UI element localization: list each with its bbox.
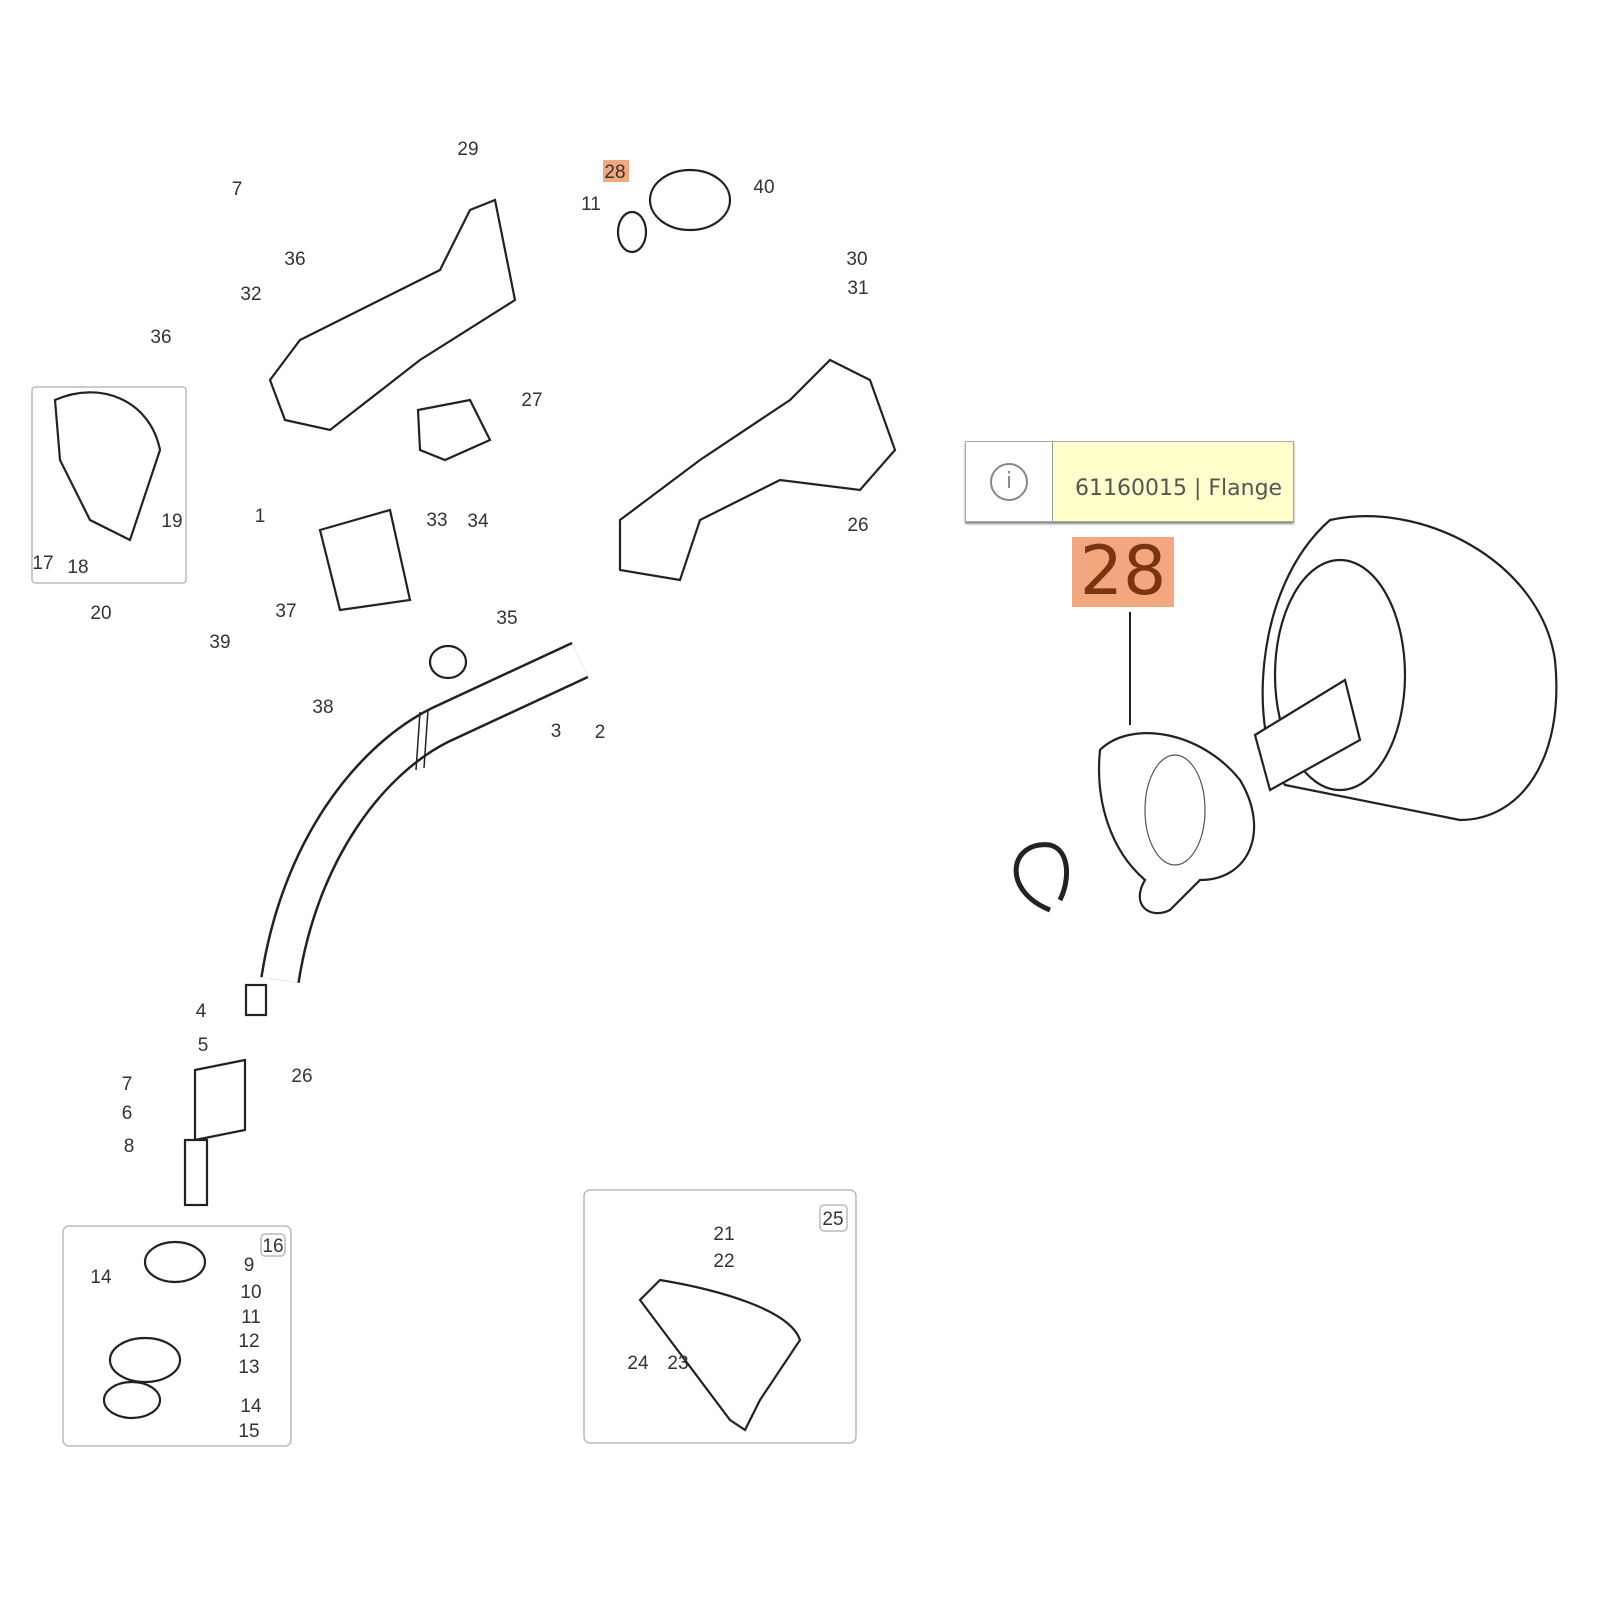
drive-shaft-fill (262, 644, 588, 983)
part-label-19[interactable]: 19 (161, 511, 182, 532)
part-label-7[interactable]: 7 (232, 179, 243, 200)
shaft-end (244, 983, 268, 1017)
part-label-32[interactable]: 32 (240, 284, 261, 305)
highlight-28 (603, 160, 629, 182)
handle-assembly-box (31, 386, 187, 584)
part-label-27[interactable]: 27 (521, 390, 542, 411)
spool-knob (102, 1380, 162, 1420)
tooltip-icon-cell: i (966, 442, 1053, 521)
part-label-3[interactable]: 3 (551, 721, 562, 742)
guard-assembly-box (583, 1189, 857, 1444)
part-label-28[interactable]: 28 (604, 162, 625, 183)
spool-cap (143, 1240, 207, 1284)
guard (638, 1278, 802, 1432)
part-label-8[interactable]: 8 (124, 1136, 135, 1157)
part-label-1[interactable]: 1 (255, 506, 266, 527)
flange-small (616, 210, 648, 254)
part-label-36[interactable]: 36 (284, 249, 305, 270)
handle-housing (268, 198, 517, 432)
part-label-37[interactable]: 37 (275, 601, 296, 622)
spindle (183, 1138, 209, 1207)
part-label-24[interactable]: 24 (627, 1353, 649, 1374)
front-handle (53, 391, 162, 542)
box-16-tag (260, 1233, 286, 1257)
part-label-5[interactable]: 5 (198, 1035, 209, 1056)
part-label-38[interactable]: 38 (312, 697, 333, 718)
part-label-17[interactable]: 17 (32, 553, 53, 574)
part-label-14[interactable]: 14 (90, 1267, 112, 1288)
trimmer-head-box (62, 1225, 292, 1447)
spool (108, 1336, 182, 1384)
clutch-drum-small (648, 168, 732, 232)
part-label-15[interactable]: 15 (238, 1421, 259, 1442)
part-label-30[interactable]: 30 (846, 249, 867, 270)
callout-part-number[interactable]: 28 (1072, 537, 1174, 607)
part-label-31[interactable]: 31 (847, 278, 868, 299)
bracket (416, 398, 492, 462)
part-label-11[interactable]: 11 (581, 194, 601, 215)
gear-head (193, 1058, 247, 1142)
lower-housing (618, 358, 897, 582)
part-label-22[interactable]: 22 (713, 1251, 734, 1272)
part-label-6[interactable]: 6 (122, 1103, 133, 1124)
drum-shaft (1253, 678, 1362, 792)
part-label-18[interactable]: 18 (67, 557, 88, 578)
info-icon: i (990, 462, 1028, 501)
part-label-36[interactable]: 36 (150, 327, 171, 348)
part-label-10[interactable]: 10 (240, 1282, 261, 1303)
part-label-35[interactable]: 35 (496, 608, 517, 629)
part-label-12[interactable]: 12 (238, 1331, 259, 1352)
fan-cover (318, 508, 412, 612)
bushing (428, 644, 468, 680)
tooltip-text: 61160015 | Flange (1053, 442, 1293, 521)
part-label-13[interactable]: 13 (238, 1357, 259, 1378)
part-label-11[interactable]: 11 (241, 1307, 261, 1328)
part-label-33[interactable]: 33 (426, 510, 447, 531)
circlip-large (1013, 842, 1070, 913)
part-label-14[interactable]: 14 (240, 1396, 262, 1417)
part-label-29[interactable]: 29 (457, 139, 478, 160)
part-label-2[interactable]: 2 (595, 722, 606, 743)
part-tooltip: i 61160015 | Flange (965, 441, 1294, 522)
part-label-25[interactable]: 25 (822, 1209, 843, 1230)
part-label-26[interactable]: 26 (291, 1066, 312, 1087)
flange-large (1098, 732, 1256, 915)
part-label-23[interactable]: 23 (667, 1353, 688, 1374)
part-label-16[interactable]: 16 (262, 1236, 283, 1257)
part-label-20[interactable]: 20 (90, 603, 111, 624)
box-25-tag (819, 1204, 848, 1232)
part-label-40[interactable]: 40 (753, 177, 774, 198)
part-label-26[interactable]: 26 (847, 515, 868, 536)
part-label-21[interactable]: 21 (713, 1224, 734, 1245)
part-label-9[interactable]: 9 (244, 1255, 255, 1276)
part-label-34[interactable]: 34 (467, 511, 489, 532)
part-label-39[interactable]: 39 (209, 632, 230, 653)
part-label-7[interactable]: 7 (122, 1074, 133, 1095)
part-label-4[interactable]: 4 (196, 1001, 207, 1022)
